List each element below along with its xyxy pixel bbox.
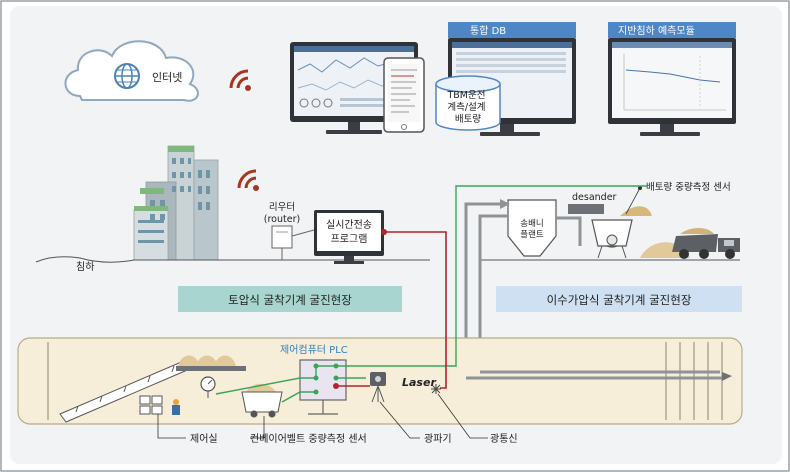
belt-weight-gauge: [200, 376, 216, 398]
prediction-monitor: 지반침하 예측모듈: [608, 22, 736, 136]
db-cylinder-line2: 계측/설계: [447, 101, 485, 113]
control-room-icon: [139, 395, 180, 415]
red-line-dot-1: [381, 229, 387, 235]
integrated-db-monitor: 통합 DB: [448, 22, 576, 136]
soil-pile-tank: [620, 206, 652, 216]
database-cylinder: TBM운전 계측/설계 배토량: [435, 75, 501, 131]
optical-meter-label: 광파기: [424, 433, 452, 445]
db-title: 통합 DB: [470, 25, 506, 37]
plc-ports: [313, 363, 339, 395]
conveyor-sensor-label: 컨베이어벨트 중량측정 센서: [250, 433, 367, 445]
realtime-line1: 실시간전송: [326, 219, 372, 231]
belt-conveyor: [176, 366, 246, 371]
wifi-icon: [229, 69, 251, 91]
tunnel-rings: [47, 342, 723, 420]
left-site-banner-text: 토압식 굴착기계 굴진현장: [228, 293, 352, 307]
router-link: [291, 229, 315, 237]
db-cylinder-line3: 배토량: [455, 113, 481, 125]
muck-cart: [241, 383, 283, 418]
plant-line1: 송배니: [520, 218, 543, 229]
plant-sensor-pointer: [625, 187, 641, 215]
tablet-device: [383, 57, 425, 133]
plc-label: 제어컴퓨터 PLC: [280, 344, 348, 356]
desander-conveyor: [568, 204, 604, 214]
internet-label: 인터넷: [152, 71, 182, 84]
slurry-pipes: [464, 202, 582, 378]
db-cylinder-line1: TBM운전: [446, 90, 485, 101]
right-site-banner: [496, 286, 742, 312]
router-label-1: 리우터: [269, 202, 295, 213]
weigh-tank: [591, 219, 633, 259]
dump-truck-icon: [672, 228, 740, 259]
soil-on-belt: [178, 355, 236, 366]
prediction-title: 지반침하 예측모듈: [618, 24, 695, 37]
desander-label: desander: [572, 192, 617, 203]
realtime-line2: 프로그램: [331, 233, 368, 245]
globe-icon: [114, 63, 140, 89]
left-site-banner: [178, 286, 402, 312]
city-buildings: [133, 145, 219, 261]
control-room-label: 제어실: [190, 433, 218, 445]
tunnel-process-pipes: [466, 370, 722, 380]
pipe-arrow-2: [722, 372, 732, 381]
plant-line2: 플랜트: [520, 229, 544, 240]
internet-cloud: 인터넷: [64, 40, 199, 102]
total-station-icon: [370, 372, 386, 403]
router-label-2: (router): [264, 214, 300, 225]
pipe-arrow-1: [500, 199, 510, 209]
right-site-banner-text: 이수가압식 굴착기계 굴진현장: [547, 293, 692, 307]
plant-sensor-dot: [638, 186, 642, 190]
ground-line: [35, 256, 430, 263]
realtime-program-monitor: 실시간전송 프로그램: [314, 210, 384, 264]
red-line-dot-2: [333, 383, 339, 389]
slurry-plant: 송배니 플랜트: [507, 199, 557, 257]
optical-comm-label: 광통신: [490, 433, 518, 445]
subsidence-label: 침하: [76, 260, 94, 273]
plant-sensor-label: 배토량 중량측정 센서: [646, 181, 731, 193]
router-wifi-icon: [237, 169, 259, 191]
db-cylinder-text: TBM운전 계측/설계 배토량: [446, 90, 488, 125]
laser-label: Laser: [402, 376, 436, 389]
red-network-line: [336, 231, 447, 389]
laser-burst-icon: [431, 384, 441, 394]
router-device: [271, 225, 293, 260]
callout-pointers: [157, 393, 488, 439]
